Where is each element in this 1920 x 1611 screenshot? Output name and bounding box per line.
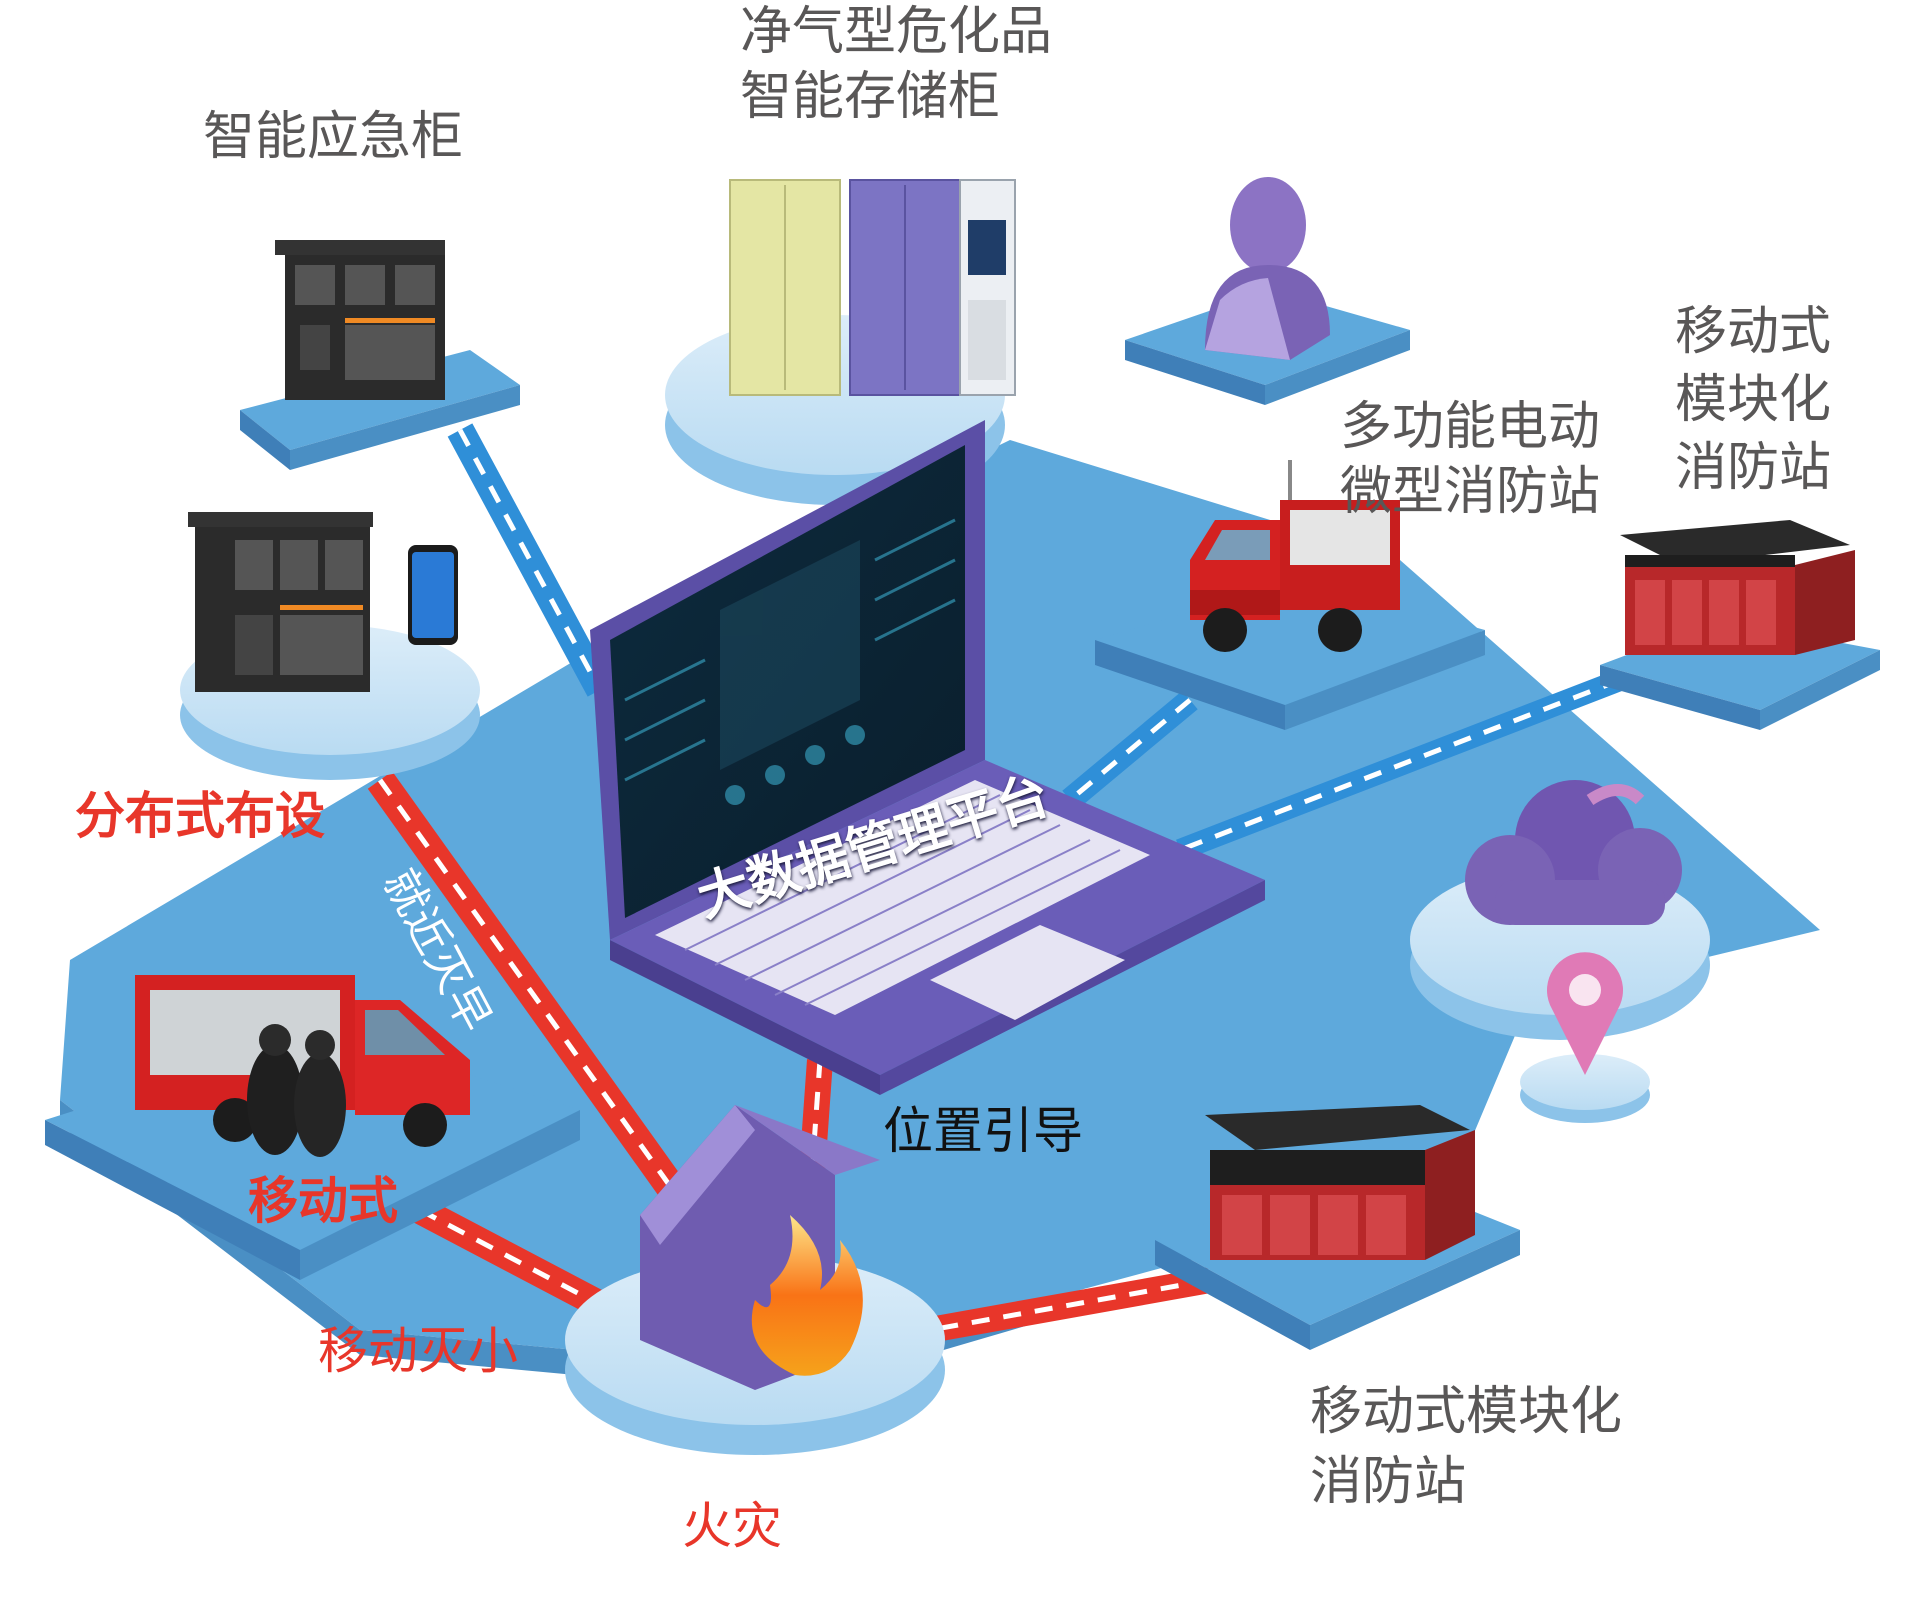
mobile-fire-truck-image bbox=[135, 975, 470, 1157]
smart-emergency-cabinet-image bbox=[275, 240, 445, 400]
cabinet-phone-image bbox=[188, 512, 458, 692]
label-modular-top-line3: 消防站 bbox=[1675, 438, 1832, 498]
pad-truck bbox=[1095, 580, 1485, 730]
modular-station-top-image bbox=[1620, 520, 1855, 655]
user-icon bbox=[1205, 177, 1330, 360]
label-mobile: 移动式 bbox=[248, 1172, 398, 1230]
label-modular-bottom-line2: 消防站 bbox=[1310, 1452, 1467, 1512]
label-multi-station-line1: 多功能电动 bbox=[1340, 397, 1601, 457]
label-mobile-small: 移动灭小 bbox=[318, 1322, 518, 1380]
laptop-touchpad bbox=[930, 925, 1125, 1020]
modular-station-bottom-image bbox=[1205, 1105, 1475, 1260]
connection-lines bbox=[367, 423, 1624, 1343]
hazmat-cabinet-image bbox=[729, 179, 1016, 396]
location-pin-icon bbox=[1547, 952, 1623, 1075]
label-fire: 火灾 bbox=[682, 1497, 782, 1555]
house-fire-icon bbox=[640, 1105, 880, 1390]
label-hazmat-line2: 智能存储柜 bbox=[740, 67, 1001, 127]
laptop bbox=[590, 420, 1265, 1095]
cloud-icon bbox=[1465, 780, 1682, 925]
label-hazmat-line1: 净气型危化品 bbox=[740, 2, 1053, 62]
label-modular-top-line1: 移动式 bbox=[1675, 302, 1832, 362]
label-modular-top-line2: 模块化 bbox=[1675, 370, 1832, 430]
label-distributed: 分布式布设 bbox=[75, 787, 325, 845]
label-multi-station-line2: 微型消防站 bbox=[1340, 462, 1601, 522]
label-guidance: 位置引导 bbox=[883, 1102, 1083, 1160]
laptop-keyboard bbox=[655, 780, 1150, 1015]
multi-function-truck-image bbox=[1190, 460, 1400, 652]
label-modular-bottom-line1: 移动式模块化 bbox=[1310, 1382, 1623, 1442]
label-smart-emergency-cabinet: 智能应急柜 bbox=[203, 107, 464, 167]
